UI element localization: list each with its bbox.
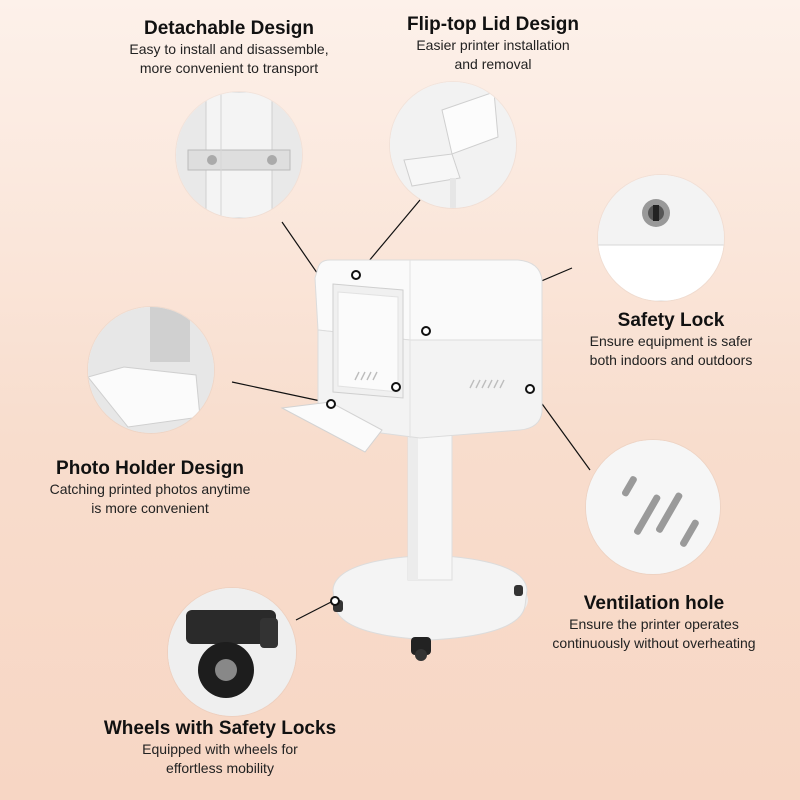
- feature-desc-line2: is more convenient: [91, 500, 209, 516]
- vent-slots-closeup: [586, 440, 720, 574]
- lock-closeup: [598, 175, 724, 301]
- printer-box: [280, 259, 543, 453]
- feature-wheels: Wheels with Safety Locks Equipped with w…: [74, 718, 366, 778]
- caster-wheel-closeup: [168, 588, 296, 716]
- feature-title: Detachable Design: [144, 18, 314, 39]
- feature-safety-lock: Safety Lock Ensure equipment is safer bo…: [566, 310, 776, 370]
- base-wheels: [333, 585, 523, 661]
- feature-desc-line1: Equipped with wheels for: [142, 741, 298, 757]
- feature-desc-line2: effortless mobility: [166, 760, 274, 776]
- feature-desc-line2: both indoors and outdoors: [589, 352, 753, 368]
- flip-lid-closeup: [390, 82, 516, 208]
- feature-desc-line1: Easy to install and disassemble,: [129, 41, 329, 57]
- feature-title: Flip-top Lid Design: [406, 14, 580, 35]
- feature-desc-line2: more convenient to transport: [139, 60, 319, 76]
- feature-detachable: Detachable Design Easy to install and di…: [90, 18, 368, 78]
- feature-desc-line1: Ensure equipment is safer: [589, 333, 753, 349]
- feature-title: Wheels with Safety Locks: [103, 718, 337, 739]
- detachable-bracket-closeup: [176, 92, 302, 218]
- feature-title: Photo Holder Design: [56, 458, 244, 479]
- feature-desc-line1: Catching printed photos anytime: [49, 481, 251, 497]
- feature-title: Ventilation hole: [583, 593, 725, 614]
- feature-desc-line2: and removal: [454, 56, 532, 72]
- feature-title: Safety Lock: [617, 310, 725, 331]
- feature-desc-line1: Easier printer installation: [416, 37, 570, 53]
- callout-markers: [326, 270, 535, 606]
- photo-tray-closeup: [88, 307, 214, 433]
- feature-ventilation: Ventilation hole Ensure the printer oper…: [522, 593, 786, 653]
- feature-photo-holder: Photo Holder Design Catching printed pho…: [30, 458, 270, 518]
- feature-desc-line2: continuously without overheating: [552, 635, 756, 651]
- feature-desc-line1: Ensure the printer operates: [569, 616, 739, 632]
- feature-fliptop: Flip-top Lid Design Easier printer insta…: [380, 14, 606, 74]
